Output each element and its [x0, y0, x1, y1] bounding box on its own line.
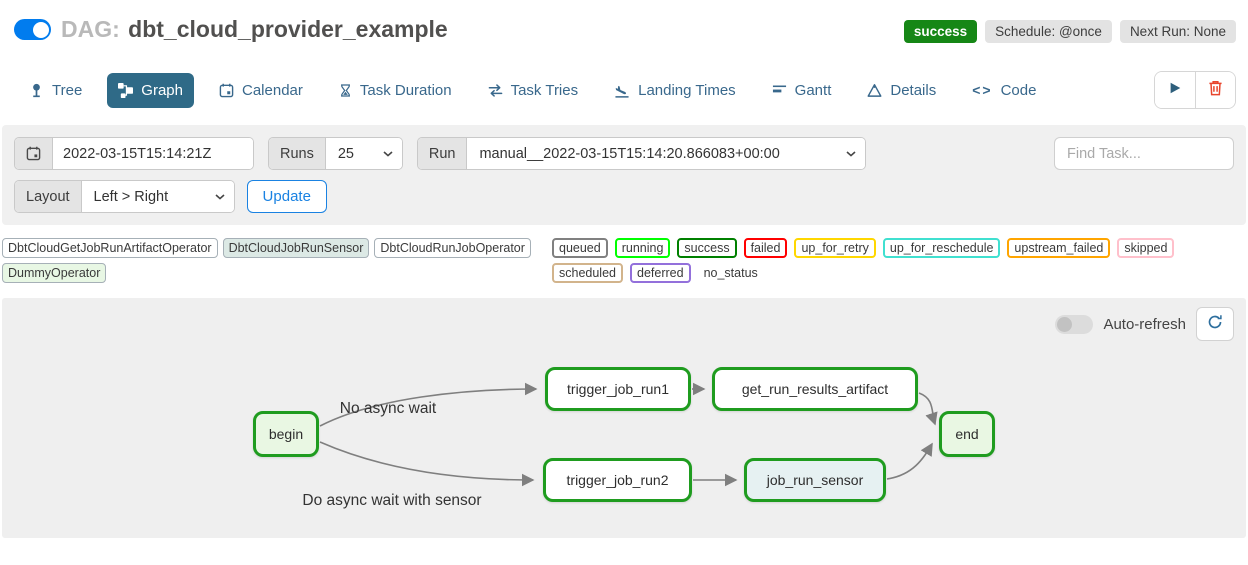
num-runs-select[interactable]: 25	[325, 138, 402, 169]
calendar-icon	[219, 83, 234, 98]
base-date-group	[14, 137, 254, 170]
toggle-knob	[32, 21, 49, 38]
refresh-button[interactable]	[1196, 307, 1234, 341]
tab-label: Details	[890, 81, 937, 99]
state-badge-no_status: no_status	[703, 266, 758, 280]
dag-pause-toggle[interactable]	[14, 19, 51, 40]
operator-badge: DbtCloudGetJobRunArtifactOperator	[2, 238, 218, 258]
operator-badge: DbtCloudRunJobOperator	[374, 238, 531, 258]
tab-label: Task Tries	[510, 81, 579, 99]
dag-edge-job_run_sensor-to-end	[886, 442, 933, 480]
update-button[interactable]: Update	[246, 180, 327, 213]
schedule-badge: Schedule: @once	[985, 20, 1112, 43]
auto-refresh-toggle[interactable]	[1055, 314, 1094, 334]
state-badge-success: success	[677, 238, 737, 258]
layout-label: Layout	[15, 181, 82, 212]
details-icon	[867, 83, 882, 98]
next-run-badge: Next Run: None	[1119, 20, 1236, 43]
play-icon	[1168, 81, 1182, 100]
state-badge-upstream_failed: upstream_failed	[1007, 238, 1111, 258]
tab-details[interactable]: Details	[856, 73, 947, 108]
state-badge-running: running	[614, 238, 671, 258]
num-runs-group: Runs 25	[268, 137, 403, 170]
graph-icon	[118, 82, 134, 98]
dag-edge-get_run_results_artifact-to-end	[918, 392, 938, 426]
operator-badge: DbtCloudJobRunSensor	[222, 238, 370, 258]
find-task-input[interactable]	[1054, 137, 1234, 170]
calendar-addon-icon	[15, 138, 53, 169]
graph-node-begin[interactable]: begin	[253, 411, 319, 457]
state-badge-up_for_reschedule: up_for_reschedule	[882, 238, 1001, 258]
state-badge-deferred: deferred	[630, 263, 691, 283]
dag-action-toolbar	[1154, 71, 1236, 109]
tab-graph[interactable]: Graph	[107, 72, 194, 108]
code-icon: <>	[972, 82, 993, 98]
landing-icon	[614, 83, 630, 98]
tab-task-tries[interactable]: Task Tries	[477, 73, 590, 108]
refresh-icon	[1207, 314, 1223, 335]
edge-label: Do async wait with sensor	[302, 492, 482, 509]
dag-edge-begin-to-trigger_job_run2	[319, 441, 535, 487]
tree-icon	[29, 83, 44, 98]
dag-name: dbt_cloud_provider_example	[128, 16, 448, 42]
trigger-dag-button[interactable]	[1155, 72, 1195, 108]
tab-bar: Tree Graph Calendar Task Duration Task Tries…	[0, 71, 1248, 109]
tab-label: Landing Times	[638, 81, 736, 99]
toggle-knob	[1057, 316, 1073, 332]
graph-node-trigger_job_run2[interactable]: trigger_job_run2	[543, 458, 692, 502]
view-tabs: Tree Graph Calendar Task Duration Task Tries…	[18, 72, 1047, 108]
tab-label: Code	[1000, 81, 1037, 99]
tab-label: Gantt	[794, 81, 832, 99]
state-badge-scheduled: scheduled	[552, 263, 623, 283]
layout-select[interactable]: Left > Right	[81, 181, 234, 212]
tab-label: Task Duration	[359, 81, 452, 99]
auto-refresh-label: Auto-refresh	[1103, 315, 1186, 333]
state-legend: queued running success failed up_for_retry up…	[552, 238, 1227, 283]
graph-panel: Auto-refresh begin trigger_job_run1 get_ru…	[2, 298, 1246, 538]
tab-gantt[interactable]: Gantt	[761, 73, 843, 108]
hourglass-icon	[339, 83, 352, 98]
runs-label: Runs	[269, 138, 326, 169]
tab-label: Calendar	[242, 81, 303, 99]
layout-group: Layout Left > Right	[14, 180, 235, 213]
graph-node-job_run_sensor[interactable]: job_run_sensor	[744, 458, 886, 502]
graph-node-end[interactable]: end	[939, 411, 995, 457]
tab-code[interactable]: <> Code	[961, 73, 1047, 108]
dag-prefix-label: DAG:	[61, 16, 120, 42]
run-label: Run	[417, 138, 468, 169]
state-badge-queued: queued	[552, 238, 608, 258]
tab-label: Tree	[52, 81, 83, 99]
dag-edge-begin-to-trigger_job_run1	[319, 382, 538, 427]
tab-calendar[interactable]: Calendar	[208, 73, 314, 108]
run-select[interactable]: manual__2022-03-15T15:14:20.866083+00:00	[467, 138, 866, 169]
arrows-icon	[488, 83, 503, 98]
dag-edges	[319, 382, 938, 487]
dag-header: DAG: dbt_cloud_provider_example success …	[0, 0, 1248, 43]
operator-badge: DummyOperator	[2, 263, 107, 283]
tab-task-duration[interactable]: Task Duration	[328, 73, 463, 108]
state-badge-skipped: skipped	[1117, 238, 1175, 258]
graph-node-get_run_results_artifact[interactable]: get_run_results_artifact	[712, 367, 918, 411]
base-date-input[interactable]	[53, 138, 253, 169]
gantt-icon	[772, 83, 787, 98]
status-badge: success	[903, 20, 978, 43]
graph-node-trigger_job_run1[interactable]: trigger_job_run1	[545, 367, 691, 411]
trash-icon	[1208, 80, 1223, 101]
run-select-group: Run manual__2022-03-15T15:14:20.866083+0…	[416, 137, 867, 170]
filter-panel: Runs 25 Run manual__2022-03-15T15:14:20.…	[2, 125, 1246, 225]
tab-tree[interactable]: Tree	[18, 73, 93, 108]
tab-label: Graph	[141, 81, 183, 99]
state-badge-failed: failed	[743, 238, 788, 258]
edge-label: No async wait	[339, 400, 437, 417]
delete-dag-button[interactable]	[1195, 72, 1235, 108]
state-badge-up_for_retry: up_for_retry	[794, 238, 876, 258]
page-title: DAG: dbt_cloud_provider_example	[61, 16, 448, 43]
tab-landing-times[interactable]: Landing Times	[603, 73, 747, 108]
